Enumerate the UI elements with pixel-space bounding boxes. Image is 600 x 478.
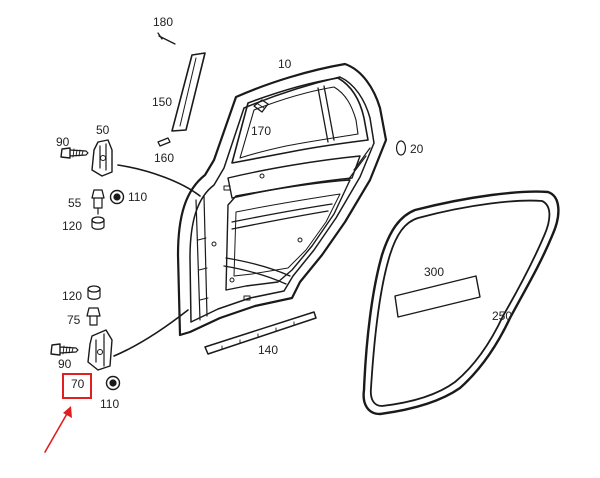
callout-180: 180 [153,15,173,29]
callout-300: 300 [424,265,444,279]
callout-90-lower: 90 [58,357,72,371]
highlight-annotation [44,373,92,453]
callout-110-lower: 110 [100,397,119,411]
callout-75: 75 [67,313,81,327]
lower-hinge-group [50,285,189,391]
highlight-arrowhead [63,406,72,418]
part-160-clip [157,137,171,147]
part-90-screw-lower [50,343,79,356]
part-180-pin [157,32,176,45]
part-90-screw-upper [60,147,89,159]
part-20-o-ring [395,140,407,156]
part-75-stud [86,307,101,326]
part-120-cap-lower [87,285,101,300]
callout-20: 20 [410,142,424,156]
callout-170: 170 [251,124,271,138]
part-70-hinge-lower [87,329,113,371]
part-150-channel-strip [171,52,206,132]
part-140-sill-strip [204,311,317,355]
callout-70: 70 [71,377,85,391]
part-170-plug [253,99,269,113]
part-120-cap-upper [91,216,105,230]
part-110-nut-upper [109,189,125,205]
callout-50: 50 [96,123,110,137]
door-shell [176,62,388,337]
upper-hinge-group [60,139,201,230]
part-250-door-seal [362,190,560,416]
callout-55: 55 [68,196,82,210]
callout-90-upper: 90 [56,135,70,149]
callout-150: 150 [152,95,172,109]
part-50-hinge-upper [91,139,113,177]
callout-120-lower: 120 [62,289,82,303]
highlight-box [62,373,92,399]
part-55-stud [91,189,105,215]
callout-110-upper: 110 [128,190,147,204]
highlight-arrow [44,411,69,453]
part-300-foil [394,275,481,318]
callout-160: 160 [154,151,174,165]
callout-250: 250 [492,309,512,323]
callout-140: 140 [258,343,278,357]
callout-10: 10 [278,57,292,71]
callout-120-upper: 120 [62,219,82,233]
part-110-nut-lower [105,375,121,391]
